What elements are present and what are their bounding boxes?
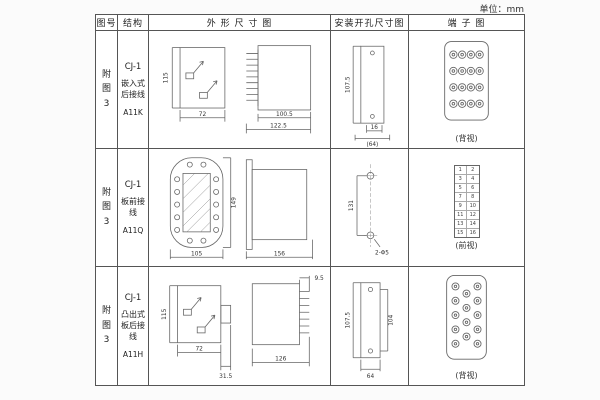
outline-svg-a11k: 115 72 100.5 122.5	[163, 45, 312, 134]
dim-stud: 31.5	[219, 374, 232, 380]
terminal-view-label: (背视)	[455, 371, 478, 380]
dim-hole-pitch: 16	[371, 125, 379, 131]
dim-pin: 9.5	[314, 276, 324, 282]
mount-svg-a11k: 107.5 16 (64)	[345, 45, 391, 147]
dim-total-width: 122.5	[270, 124, 287, 130]
outline-drawing-a11h: 115 72 31.5 9.5 126	[149, 267, 331, 385]
structure-row3: CJ-1 凸出式板后接线 A11H	[118, 267, 149, 385]
dim-hole-note: 2-Φ5	[375, 251, 389, 257]
dim-mount-height: 131	[349, 200, 355, 211]
structure-code: A11Q	[122, 225, 144, 235]
outline-svg-a11h: 115 72 31.5 9.5 126	[162, 276, 324, 380]
outline-drawing-a11q: 149 105 156	[149, 149, 331, 267]
dim-height: 115	[163, 72, 169, 83]
dim-width: 72	[199, 112, 207, 118]
mount-svg-a11q: 131 2-Φ5	[349, 164, 389, 257]
terminal-view-label: (背视)	[455, 134, 478, 143]
structure-model: CJ-1	[124, 293, 142, 304]
mount-drawing-a11k: 107.5 16 (64)	[331, 31, 409, 149]
dim-body-length: 156	[274, 251, 285, 257]
dim-total-width: 126	[275, 356, 286, 362]
fig-label-row3: 附图3	[96, 267, 118, 385]
structure-model: CJ-1	[124, 62, 142, 73]
unit-label: 单位：mm	[479, 5, 524, 15]
dimension-table: 图号 结构 外 形 尺 寸 图 安装开孔尺寸图 端 子 图 附图3 CJ-1 嵌…	[95, 14, 525, 386]
dim-height: 149	[232, 197, 238, 208]
header-terminal: 端 子 图	[409, 15, 524, 31]
dim-inner-width: 100.5	[276, 112, 293, 118]
dim-mount-height: 107.5	[345, 312, 351, 329]
header-fig: 图号	[96, 15, 118, 31]
structure-desc: 板前接线	[121, 197, 145, 217]
mount-drawing-a11h: 107.5 104 64	[331, 267, 409, 385]
terminal-diagram-a11k: (背视)	[409, 31, 524, 149]
structure-desc: 凸出式板后接线	[121, 310, 145, 341]
fig-label-row2: 附图3	[96, 149, 118, 267]
structure-code: A11K	[123, 107, 143, 117]
dim-mount-width: (64)	[366, 142, 378, 147]
outline-drawing-a11k: 115 72 100.5 122.5	[149, 31, 331, 149]
structure-row1: CJ-1 嵌入式后接线 A11K	[118, 31, 149, 149]
outline-svg-a11q: 149 105 156	[169, 157, 313, 260]
structure-row2: CJ-1 板前接线 A11Q	[118, 149, 149, 267]
structure-desc: 嵌入式后接线	[121, 79, 145, 99]
terminal-diagram-a11h: (背视)	[409, 267, 524, 385]
mount-svg-a11h: 107.5 104 64	[345, 282, 395, 380]
dim-mount-width: 64	[367, 374, 375, 380]
structure-model: CJ-1	[124, 180, 142, 191]
header-outline: 外 形 尺 寸 图	[149, 15, 331, 31]
dim-width: 72	[195, 347, 203, 353]
terminal-view-label: (前视)	[455, 240, 478, 250]
dim-width: 105	[191, 251, 202, 257]
dim-height: 115	[162, 308, 168, 319]
dim-mount-inner-height: 104	[389, 314, 395, 325]
mount-drawing-a11q: 131 2-Φ5	[331, 149, 409, 267]
header-mount: 安装开孔尺寸图	[331, 15, 409, 31]
fig-label-row1: 附图3	[96, 31, 118, 149]
structure-code: A11H	[122, 349, 144, 359]
dim-mount-height: 107.5	[345, 76, 351, 93]
terminal-svg-a11h	[446, 274, 487, 360]
header-structure: 结构	[118, 15, 149, 31]
terminal-svg-a11k	[444, 41, 489, 121]
